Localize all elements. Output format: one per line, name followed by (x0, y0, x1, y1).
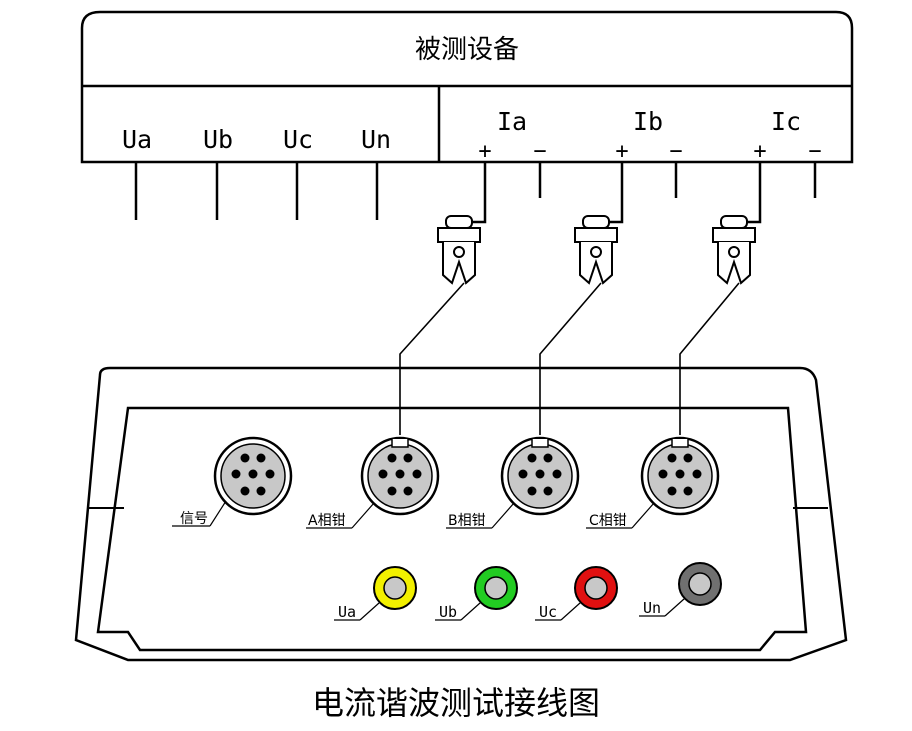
jack-label-ua: Ua (338, 603, 356, 621)
connector-signal (213, 436, 293, 516)
terminal-plus-ib: + (615, 139, 628, 164)
terminal-label-ia: Ia (497, 107, 527, 136)
jack-uc (574, 566, 618, 610)
terminal-label-un: Un (361, 125, 391, 154)
device-under-test: 被测设备 Ua Ub Uc Un Ia + − Ib + − Ic + − (80, 10, 854, 220)
terminal-plus-ic: + (753, 139, 766, 164)
terminal-label-uc: Uc (283, 125, 313, 154)
connector-b (500, 436, 580, 516)
jack-label-un: Un (643, 599, 661, 617)
terminal-label-ua: Ua (122, 125, 152, 154)
jack-label-uc: Uc (539, 603, 557, 621)
jack-ua (373, 566, 417, 610)
connector-label-b: B相钳 (448, 513, 486, 529)
terminal-minus-ic: − (808, 139, 821, 164)
instrument-body (74, 366, 848, 662)
connector-label-signal: 信号 (180, 511, 208, 527)
connector-label-c: C相钳 (589, 513, 627, 529)
clamp-c (679, 162, 762, 435)
jack-un (678, 562, 722, 606)
connector-c (640, 436, 720, 516)
clamp-b (539, 162, 624, 435)
terminal-label-ic: Ic (771, 107, 801, 136)
terminal-minus-ia: − (533, 139, 546, 164)
device-title: 被测设备 (415, 35, 519, 65)
jack-ub (474, 566, 518, 610)
terminal-label-ib: Ib (633, 107, 663, 136)
connector-a (360, 436, 440, 516)
clamp-a (399, 162, 487, 435)
terminal-plus-ia: + (478, 139, 491, 164)
connector-label-a: A相钳 (308, 513, 346, 529)
terminal-label-ub: Ub (203, 125, 233, 154)
diagram-caption: 电流谐波测试接线图 (312, 684, 600, 722)
terminal-minus-ib: − (669, 139, 682, 164)
jack-label-ub: Ub (439, 603, 457, 621)
